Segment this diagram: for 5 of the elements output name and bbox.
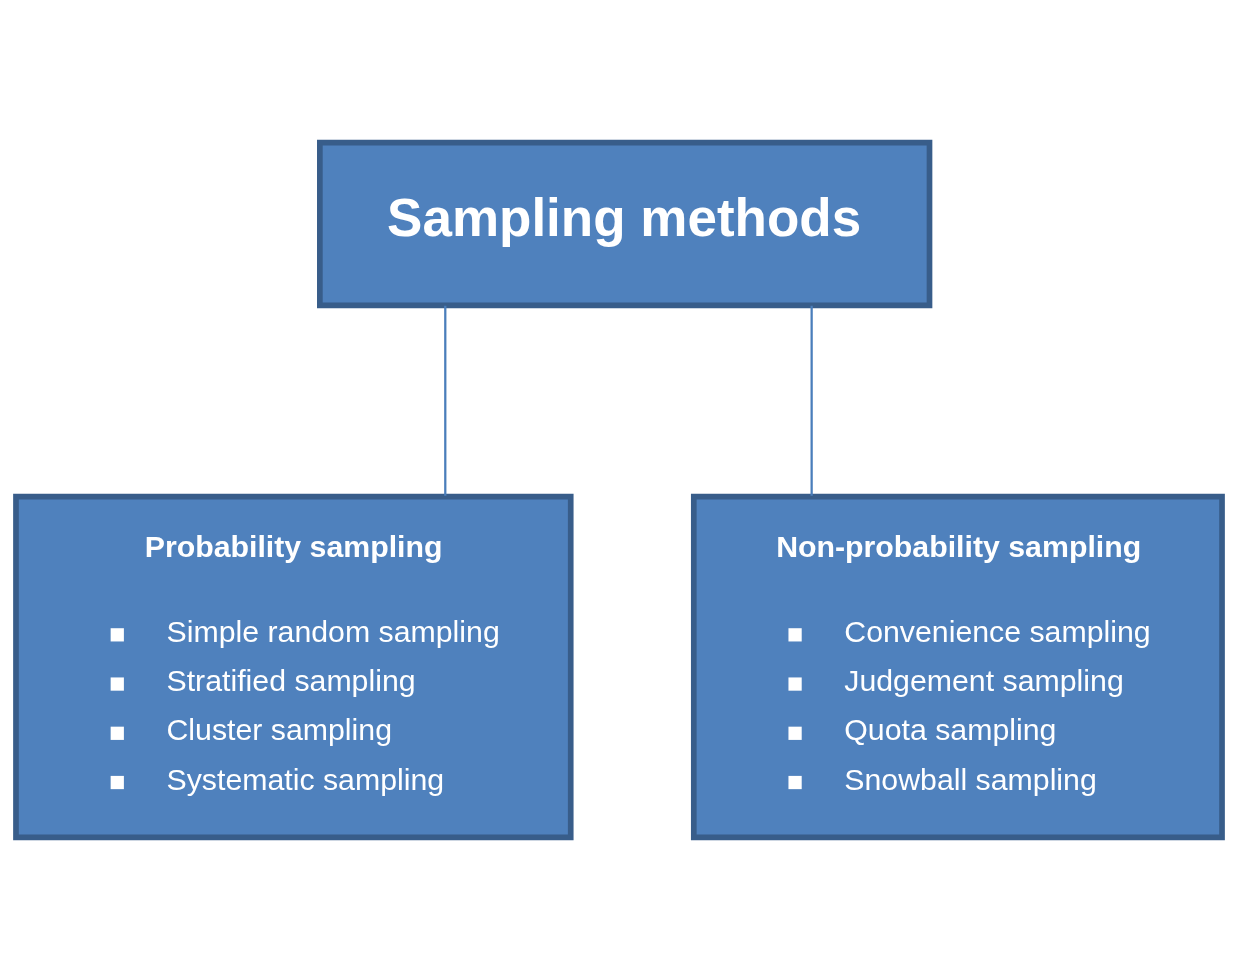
node-box: Non-probability sampling Convenience sampling Judgement sampling Quota sampling Snowball sampling bbox=[690, 493, 1225, 840]
connector bbox=[444, 305, 447, 496]
node-box: Probability sampling Simple random sampling Stratified sampling Cluster sampling Systematic sampling bbox=[13, 493, 574, 840]
node-box: Sampling methods bbox=[317, 139, 933, 308]
connector bbox=[810, 305, 813, 496]
